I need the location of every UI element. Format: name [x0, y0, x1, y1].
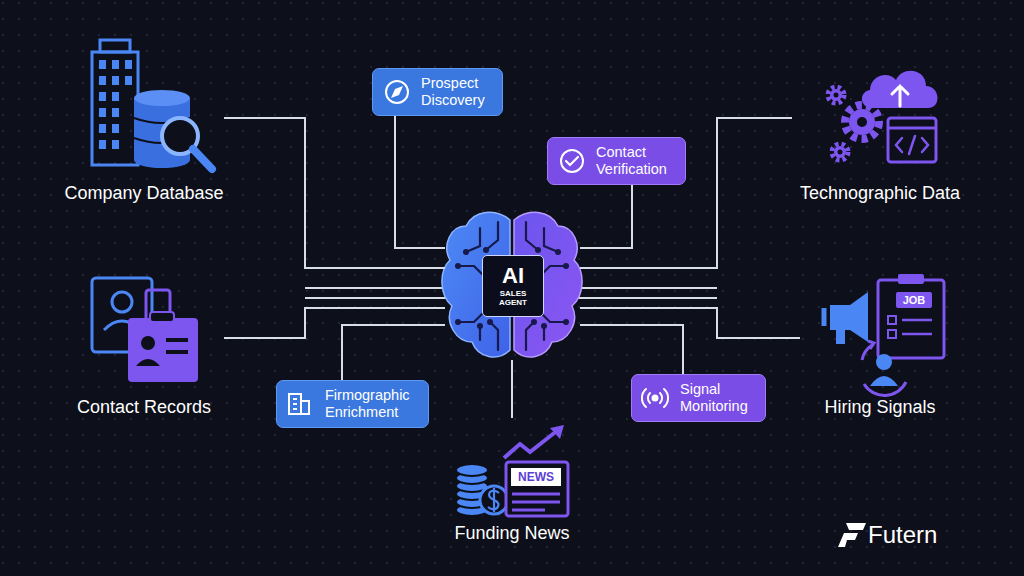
- bus-line: [305, 297, 447, 299]
- technographic-icon: [828, 71, 938, 162]
- chip-title: AI: [502, 265, 524, 287]
- agent-chip: AI SALES AGENT: [445, 215, 580, 360]
- source-node: Hiring Signals: [800, 272, 960, 418]
- connector-line: [580, 185, 632, 248]
- bus-line: [578, 297, 717, 299]
- connector-line: [342, 325, 445, 380]
- connector-line: [395, 116, 445, 248]
- pill-label: Contact Verification: [596, 144, 679, 178]
- company-database-icon: [92, 40, 212, 169]
- brand-mark: [838, 523, 866, 547]
- step-pill: Firmographic Enrichment: [276, 380, 429, 428]
- building-icon: [289, 394, 309, 414]
- circuit-nodes: [455, 247, 569, 329]
- pill-label: Firmographic Enrichment: [325, 387, 422, 421]
- step-pill: Prospect Discovery: [372, 68, 503, 116]
- node-label: Technographic Data: [772, 182, 988, 204]
- chip-subtitle: SALES AGENT: [491, 289, 535, 307]
- source-node: Technographic Data: [792, 40, 968, 204]
- chip-core: AI SALES AGENT: [482, 255, 544, 317]
- icon-text: NEWS: [511, 468, 561, 486]
- step-pill: Contact Verification: [547, 137, 686, 185]
- hiring-signals-icon: [824, 274, 944, 395]
- source-node: Funding News: [437, 418, 587, 544]
- connector-line: [224, 118, 445, 268]
- source-node: Contact Records: [64, 272, 224, 418]
- connector-line: [511, 360, 513, 418]
- node-label: Company Database: [44, 182, 244, 204]
- node-label: Contact Records: [44, 396, 244, 418]
- bus-line: [578, 287, 717, 289]
- radio-icon: [642, 389, 668, 407]
- pill-label: Signal Monitoring: [680, 381, 759, 415]
- circuit-traces: [458, 222, 566, 350]
- brand-name: Futern: [868, 520, 978, 550]
- pill-label: Prospect Discovery: [421, 75, 496, 109]
- node-label: Funding News: [417, 522, 607, 544]
- connector-line: [580, 325, 683, 374]
- compass-icon: [386, 81, 408, 103]
- check-icon: [561, 150, 583, 172]
- step-pill: Signal Monitoring: [631, 374, 766, 422]
- connector-line: [224, 308, 445, 338]
- connector-line: [580, 308, 800, 338]
- brain-chip: [442, 212, 582, 357]
- bus-line: [305, 287, 447, 289]
- icon-text: JOB: [896, 292, 932, 308]
- contact-records-icon: [92, 278, 198, 382]
- node-label: Hiring Signals: [780, 396, 980, 418]
- source-node: Company Database: [64, 40, 224, 204]
- funding-news-icon: [456, 425, 568, 516]
